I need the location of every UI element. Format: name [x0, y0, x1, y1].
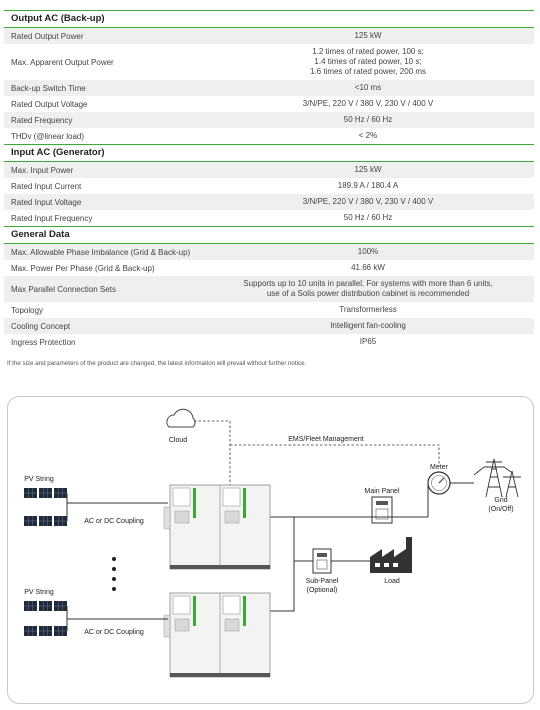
cloud-icon	[166, 408, 196, 428]
sub-panel-icon	[312, 548, 332, 574]
spec-row: Rated Input Voltage 3/N/PE, 220 V / 380 V…	[4, 194, 534, 210]
section-header: Output AC (Back-up)	[4, 10, 534, 28]
meter-label: Meter	[430, 464, 449, 471]
spec-label: Topology	[11, 305, 44, 315]
more-units-dots	[112, 557, 116, 591]
grid-label: Grid	[494, 497, 507, 504]
spec-row: Rated Output Power 125 kW	[4, 28, 534, 44]
spec-label: Max. Input Power	[11, 165, 74, 175]
factory-icon	[370, 537, 412, 573]
spec-value: IP65	[359, 337, 377, 346]
coupling-bottom-label: AC or DC Coupling	[84, 629, 144, 636]
spec-value: 189.9 A / 180.4 A	[337, 181, 399, 190]
spec-row: THDv (@linear load) < 2%	[4, 128, 534, 144]
spec-value: 50 Hz / 60 Hz	[343, 115, 393, 124]
spec-value: <10 ms	[354, 83, 382, 92]
spec-label: Back-up Switch Time	[11, 83, 86, 93]
spec-label: Rated Output Voltage	[11, 99, 88, 109]
spec-row: Max. Power Per Phase (Grid & Back-up) 41.…	[4, 260, 534, 276]
spec-label: Max. Power Per Phase (Grid & Back-up)	[11, 263, 155, 273]
spec-value: 100%	[357, 247, 379, 256]
section-header: General Data	[4, 226, 534, 244]
pv-string-bottom-label: PV String	[24, 589, 54, 596]
spec-row: Rated Input Frequency 50 Hz / 60 Hz	[4, 210, 534, 226]
spec-table: Output AC (Back-up) Rated Output Power 125…	[4, 10, 534, 350]
spec-value: 125 kW	[354, 31, 382, 40]
pv-string-bottom	[23, 600, 68, 637]
section-rows: Max. Input Power 125 kW Rated Input Curren…	[4, 162, 534, 226]
spec-value: Supports up to 10 units in parallel. For…	[243, 279, 493, 298]
energy-storage-cabinet-top	[163, 484, 271, 570]
spec-value: 1.2 times of rated power, 100 s; 1.4 tim…	[309, 47, 427, 76]
ac-bus-wiring	[270, 482, 474, 612]
pv-string-top	[23, 487, 68, 527]
spec-label: Rated Input Frequency	[11, 213, 93, 223]
section-header: Input AC (Generator)	[4, 144, 534, 162]
load-label: Load	[384, 578, 400, 585]
spec-label: THDv (@linear load)	[11, 131, 85, 141]
section-rows: Max. Allowable Phase Imbalance (Grid & B…	[4, 244, 534, 350]
pv-bottom-link	[66, 606, 168, 631]
ems-link	[194, 420, 231, 521]
disclaimer-note: If the size and parameters of the produc…	[7, 360, 307, 367]
ems-label: EMS/Fleet Management	[288, 436, 364, 443]
coupling-top-label: AC or DC Coupling	[84, 518, 144, 525]
spec-label: Rated Input Voltage	[11, 197, 82, 207]
spec-row: Max. Allowable Phase Imbalance (Grid & B…	[4, 244, 534, 260]
main-panel-label: Main Panel	[364, 488, 399, 495]
spec-value: Intelligent fan-cooling	[330, 321, 406, 330]
spec-label: Ingress Protection	[11, 337, 76, 347]
sub-panel-sublabel: (Optional)	[307, 587, 338, 594]
spec-label: Max. Allowable Phase Imbalance (Grid & B…	[11, 247, 191, 257]
spec-value: < 2%	[358, 131, 378, 140]
spec-row: Topology Transformerless	[4, 302, 534, 318]
sub-panel-label: Sub-Panel	[306, 578, 339, 585]
pv-top-link	[66, 493, 168, 521]
spec-label: Rated Frequency	[11, 115, 73, 125]
cloud-label: Cloud	[169, 437, 187, 444]
spec-value: 3/N/PE, 220 V / 380 V, 230 V / 400 V	[302, 197, 434, 206]
grid-tower-icon	[473, 458, 521, 498]
ems-link-meter	[230, 444, 440, 467]
spec-label: Max Parallel Connection Sets	[11, 284, 116, 294]
spec-label: Rated Input Current	[11, 181, 82, 191]
spec-label: Max. Apparent Output Power	[11, 57, 114, 67]
spec-row: Back-up Switch Time <10 ms	[4, 80, 534, 96]
spec-row: Ingress Protection IP65	[4, 334, 534, 350]
spec-label: Rated Output Power	[11, 31, 84, 41]
spec-value: Transformerless	[339, 305, 397, 314]
energy-storage-cabinet-bottom	[163, 592, 271, 678]
spec-row: Cooling Concept Intelligent fan-cooling	[4, 318, 534, 334]
pv-string-top-label: PV String	[24, 476, 54, 483]
spec-row: Max Parallel Connection Sets Supports up …	[4, 276, 534, 302]
spec-row: Rated Output Voltage 3/N/PE, 220 V / 380 …	[4, 96, 534, 112]
grid-sublabel: (On/Off)	[488, 506, 513, 513]
spec-label: Cooling Concept	[11, 321, 71, 331]
system-diagram: Cloud EMS/Fleet Management Meter Grid (O…	[7, 396, 534, 704]
spec-value: 41.66 kW	[351, 263, 385, 272]
system-diagram-svg: Cloud EMS/Fleet Management Meter Grid (O…	[23, 408, 521, 678]
spec-value: 125 kW	[354, 165, 382, 174]
spec-row: Rated Input Current 189.9 A / 180.4 A	[4, 178, 534, 194]
section-rows: Rated Output Power 125 kW Max. Apparent Ou…	[4, 28, 534, 144]
spec-row: Rated Frequency 50 Hz / 60 Hz	[4, 112, 534, 128]
spec-value: 50 Hz / 60 Hz	[343, 213, 393, 222]
spec-value: 3/N/PE, 220 V / 380 V, 230 V / 400 V	[302, 99, 434, 108]
spec-row: Max. Input Power 125 kW	[4, 162, 534, 178]
spec-row: Max. Apparent Output Power 1.2 times of r…	[4, 44, 534, 80]
